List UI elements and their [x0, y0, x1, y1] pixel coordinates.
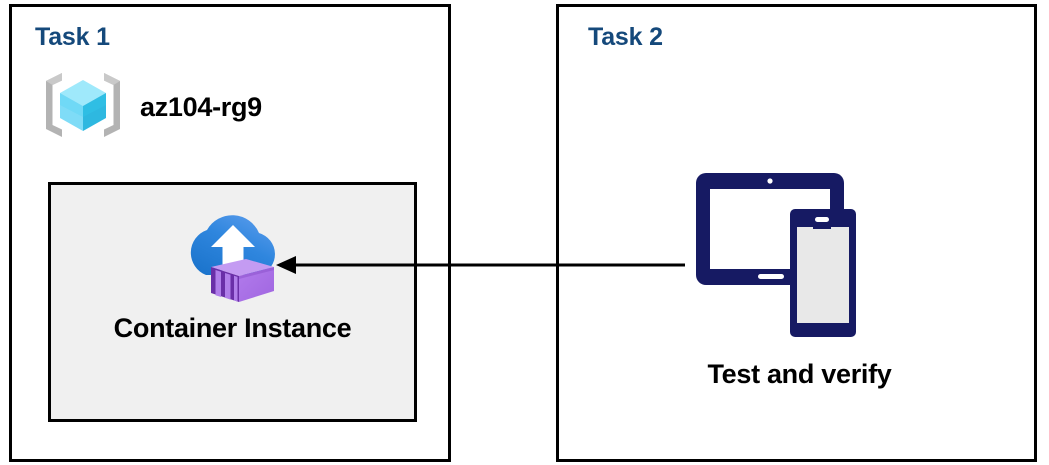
devices-tablet-phone-icon: [692, 167, 882, 347]
test-and-verify-label: Test and verify: [707, 359, 892, 389]
panel-task-2: Task 2 Test and verify: [556, 4, 1037, 462]
resource-group-icon: [40, 69, 126, 146]
resource-group-label: az104-rg9: [140, 92, 262, 122]
panel-task-1: Task 1: [9, 4, 451, 462]
container-instance-card: Container Instance: [48, 182, 417, 422]
panel-task-1-title: Task 1: [35, 23, 110, 51]
panel-task-2-title: Task 2: [588, 23, 663, 51]
container-instance-label: Container Instance: [113, 313, 352, 343]
container-instance-icon: [180, 203, 286, 310]
resource-group-row: az104-rg9: [40, 69, 262, 146]
